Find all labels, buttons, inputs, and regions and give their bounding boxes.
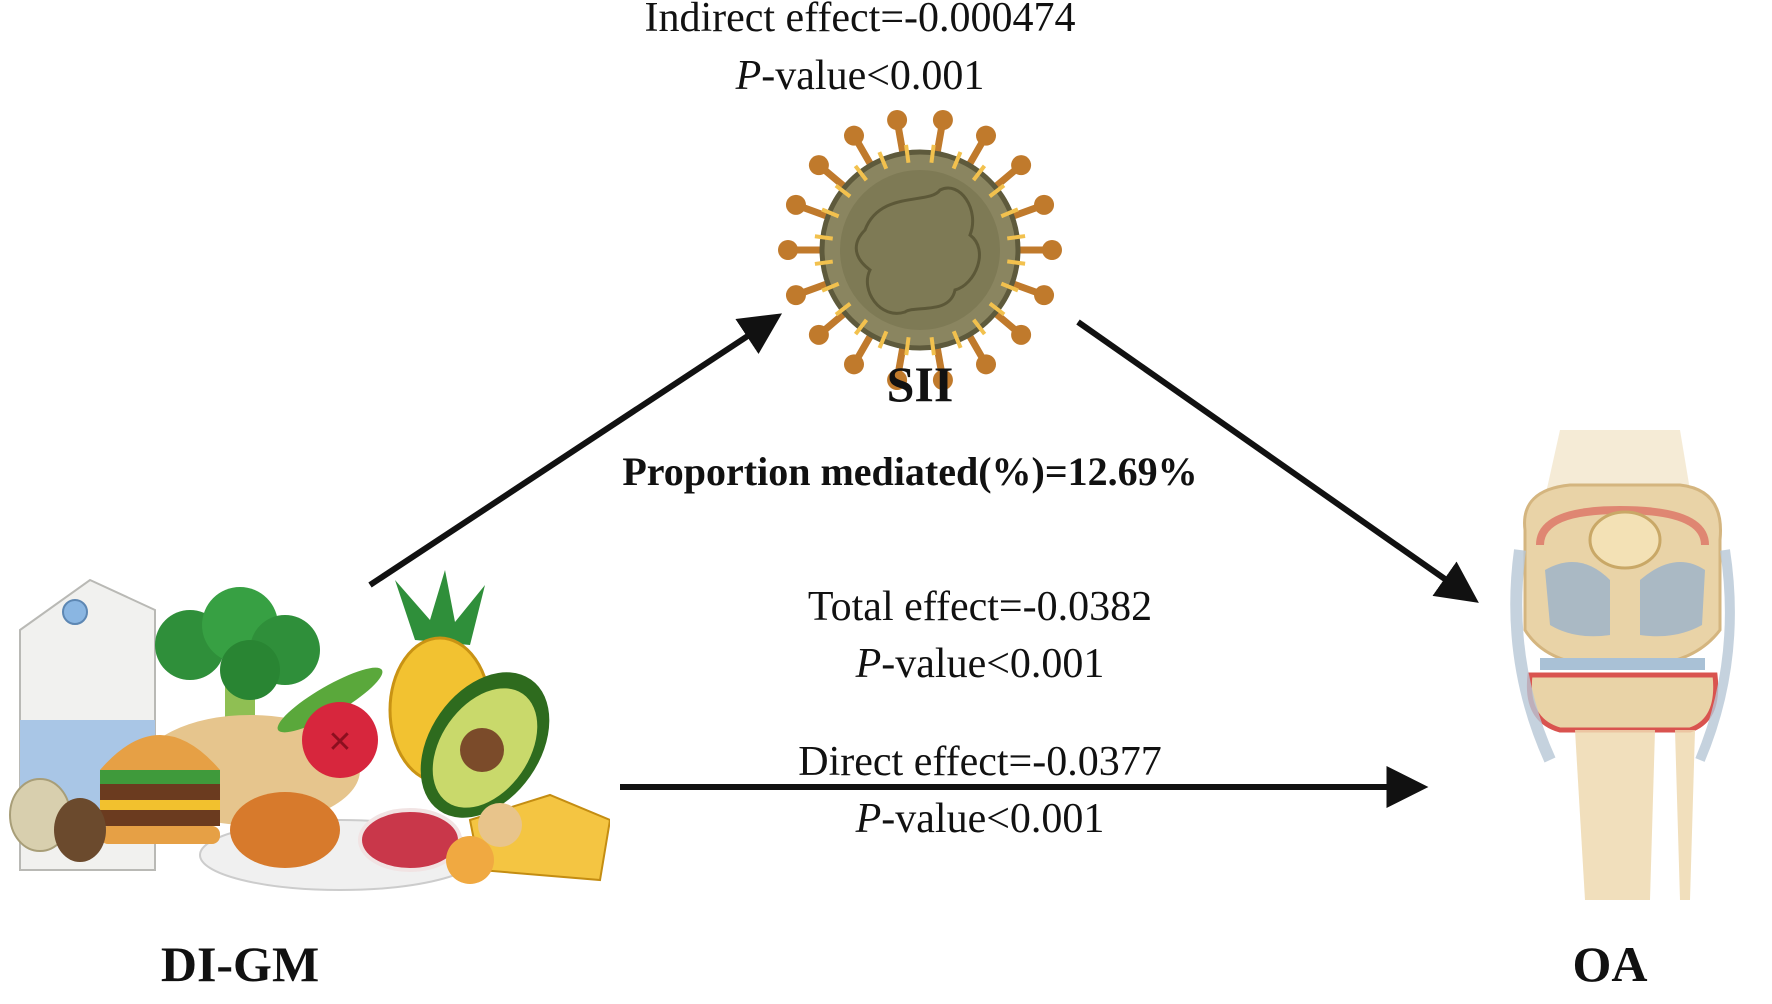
direct-p-value-label: P-value<0.001: [855, 796, 1105, 842]
indirect-p-value-label: P-value<0.001: [735, 53, 985, 99]
indirect-effect-label: Indirect effect=-0.000474: [644, 0, 1076, 41]
arrow-mediator-to-outcome: [1076, 319, 1479, 603]
svg-text:✕: ✕: [327, 725, 352, 760]
burger-icon: [100, 735, 220, 844]
proportion-mediated-label: Proportion mediated(%)=12.69%: [622, 449, 1198, 494]
avocado-icon: [420, 672, 550, 818]
cell-icon: [778, 110, 1062, 390]
arrow-exposure-to-mediator: [368, 313, 783, 588]
broccoli-icon: [155, 587, 320, 760]
exposure-label: DI-GM: [160, 936, 320, 992]
outcome-label: OA: [1572, 936, 1648, 992]
total-effect-label: Total effect=-0.0382: [807, 584, 1153, 630]
direct-effect-label: Direct effect=-0.0377: [798, 739, 1162, 785]
total-p-value-label: P-value<0.001: [855, 641, 1105, 687]
mediator-label: SII: [886, 356, 954, 412]
food-icon: ✕: [9, 570, 610, 891]
knee-joint-icon: [1510, 430, 1735, 900]
